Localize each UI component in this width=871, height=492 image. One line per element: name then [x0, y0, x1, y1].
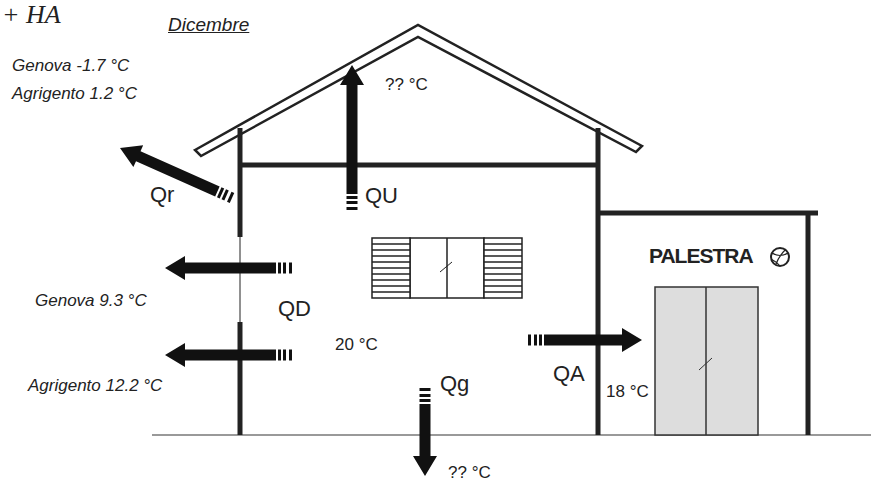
shutter-slat: [484, 273, 522, 274]
shutter-slat: [484, 285, 522, 286]
heat-flow-label: Qg: [440, 371, 469, 396]
shutter-slat: [372, 243, 410, 244]
shutter-slat: [484, 243, 522, 244]
temperature-label: ?? °C: [385, 75, 428, 95]
house-room: 20 °C: [243, 168, 595, 433]
ceiling: [240, 163, 598, 168]
gym-door: [655, 287, 758, 435]
heat-flow-label: Qr: [150, 182, 174, 207]
shutter-slat: [372, 273, 410, 274]
volleyball-icon: [771, 249, 788, 266]
arrow-tail-stripe: [539, 335, 542, 346]
heat-flow-arrows: [120, 65, 642, 476]
temperature-label: Agrigento 12.2 °C: [28, 376, 162, 396]
shutter-slat: [372, 291, 410, 292]
window: [446, 238, 448, 298]
heat-flow-arrow: [544, 328, 642, 352]
shutter-slat: [372, 267, 410, 268]
arrow-tail-stripe: [289, 263, 292, 274]
arrow-tail-stripe: [534, 335, 537, 346]
gym-roof: [598, 211, 818, 216]
ground-line: [152, 434, 871, 436]
arrow-tail-stripe: [420, 394, 431, 397]
shutter-slat: [372, 261, 410, 262]
wall-glazing: [240, 237, 241, 322]
shutter-slat: [372, 279, 410, 280]
gym-sign: PALESTRA: [649, 244, 753, 268]
shutter-slat: [484, 261, 522, 262]
window-handle: [440, 262, 452, 272]
heat-flow-arrow: [340, 65, 364, 194]
shutter-slat: [484, 291, 522, 292]
shutter: [372, 238, 410, 298]
shutter-slats: [372, 244, 522, 292]
gym-building: PALESTRA 18 °C: [601, 216, 806, 433]
roof: [195, 25, 642, 156]
arrow-tail-stripe: [420, 388, 431, 391]
shutter-slat: [372, 285, 410, 286]
arrow-tail-stripe: [283, 350, 286, 361]
shutter: [484, 238, 522, 298]
shutter-slat: [484, 249, 522, 250]
arrow-tail-stripe: [420, 399, 431, 402]
shutter-slat: [372, 249, 410, 250]
shutter-slat: [484, 255, 522, 256]
shutter-slat: [484, 279, 522, 280]
door-handle: [699, 358, 712, 370]
arrow-tail-stripe: [289, 350, 292, 361]
heat-flow-label: QU: [365, 183, 398, 208]
temperature-label: Genova -1.7 °C: [12, 56, 129, 76]
wall: [238, 322, 243, 435]
heat-flow-arrow: [165, 256, 276, 280]
formula-fragment: + HA: [2, 0, 61, 30]
heat-flow-label: QD: [278, 296, 311, 321]
gym-door: [705, 287, 707, 435]
arrow-tail-stripe: [227, 192, 234, 203]
temperature-label: ?? °C: [448, 463, 491, 483]
arrow-tail-stripe: [278, 263, 281, 274]
temperature-label: Agrigento 1.2 °C: [12, 84, 137, 104]
room-temperature: 20 °C: [335, 335, 378, 355]
temperature-label: Genova 9.3 °C: [35, 291, 147, 311]
arrow-tail-stripe: [347, 201, 358, 204]
shutter-slat: [372, 255, 410, 256]
heat-flow-arrow: [413, 404, 437, 476]
volleyball-icon: [771, 248, 789, 266]
arrow-tail-stripe: [528, 335, 531, 346]
wall: [238, 128, 243, 237]
gym-wall: [806, 213, 811, 435]
gym-temperature: 18 °C: [606, 382, 649, 402]
heat-flow-arrow: [165, 343, 276, 367]
heat-flow-label: QA: [553, 361, 585, 386]
month-heading: Dicembre: [168, 14, 249, 36]
arrow-tail-stripe: [283, 263, 286, 274]
arrow-tail-stripe: [278, 350, 281, 361]
window: [410, 238, 484, 298]
wall: [596, 128, 601, 435]
arrow-tail-stripe: [347, 196, 358, 199]
arrow-tail-stripe: [347, 207, 358, 210]
shutter-slat: [484, 267, 522, 268]
